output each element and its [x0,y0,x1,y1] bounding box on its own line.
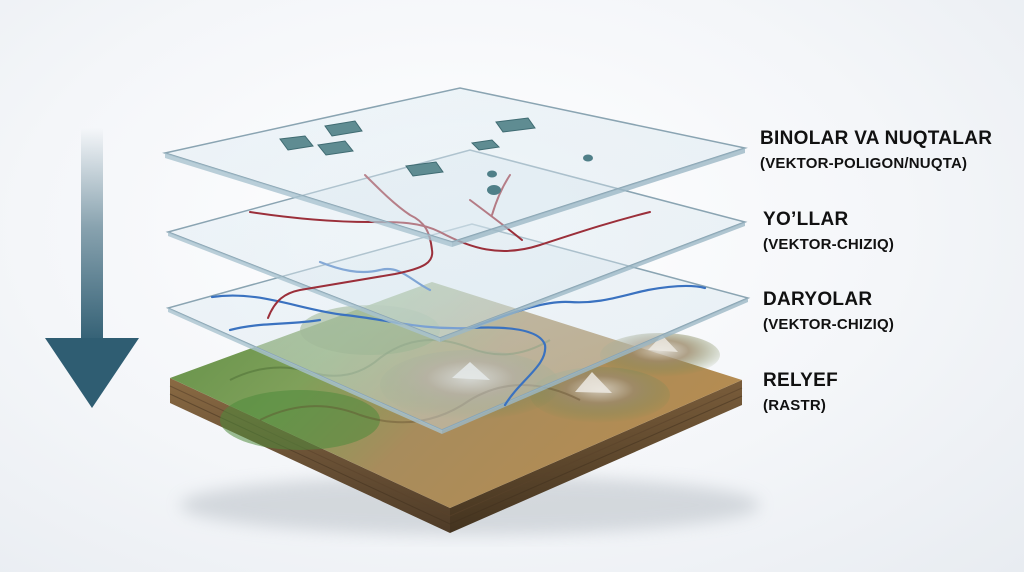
down-arrow-icon [45,128,139,408]
building-polygons [279,117,536,177]
layer-subtitle: (VEKTOR-CHIZIQ) [763,236,895,253]
buildings-layer [162,87,748,247]
layer-subtitle: (VEKTOR-POLIGON/NUQTA) [760,155,968,172]
layer-title: BINOLAR VA NUQTALAR [760,128,993,149]
layer-label-terrain: RELYEF (RASTR) [763,370,838,414]
layer-label-buildings: BINOLAR VA NUQTALAR (VEKTOR-POLIGON/NUQT… [760,128,992,172]
layer-title: RELYEF [763,370,839,391]
layer-title: DARYOLAR [763,289,873,310]
layer-label-roads: YO’LLAR (VEKTOR-CHIZIQ) [763,209,894,253]
layer-subtitle: (VEKTOR-CHIZIQ) [763,316,895,333]
layer-label-rivers: DARYOLAR (VEKTOR-CHIZIQ) [763,289,894,333]
layer-subtitle: (RASTR) [763,397,827,414]
layer-title: YO’LLAR [763,209,849,230]
point-markers [487,154,593,195]
